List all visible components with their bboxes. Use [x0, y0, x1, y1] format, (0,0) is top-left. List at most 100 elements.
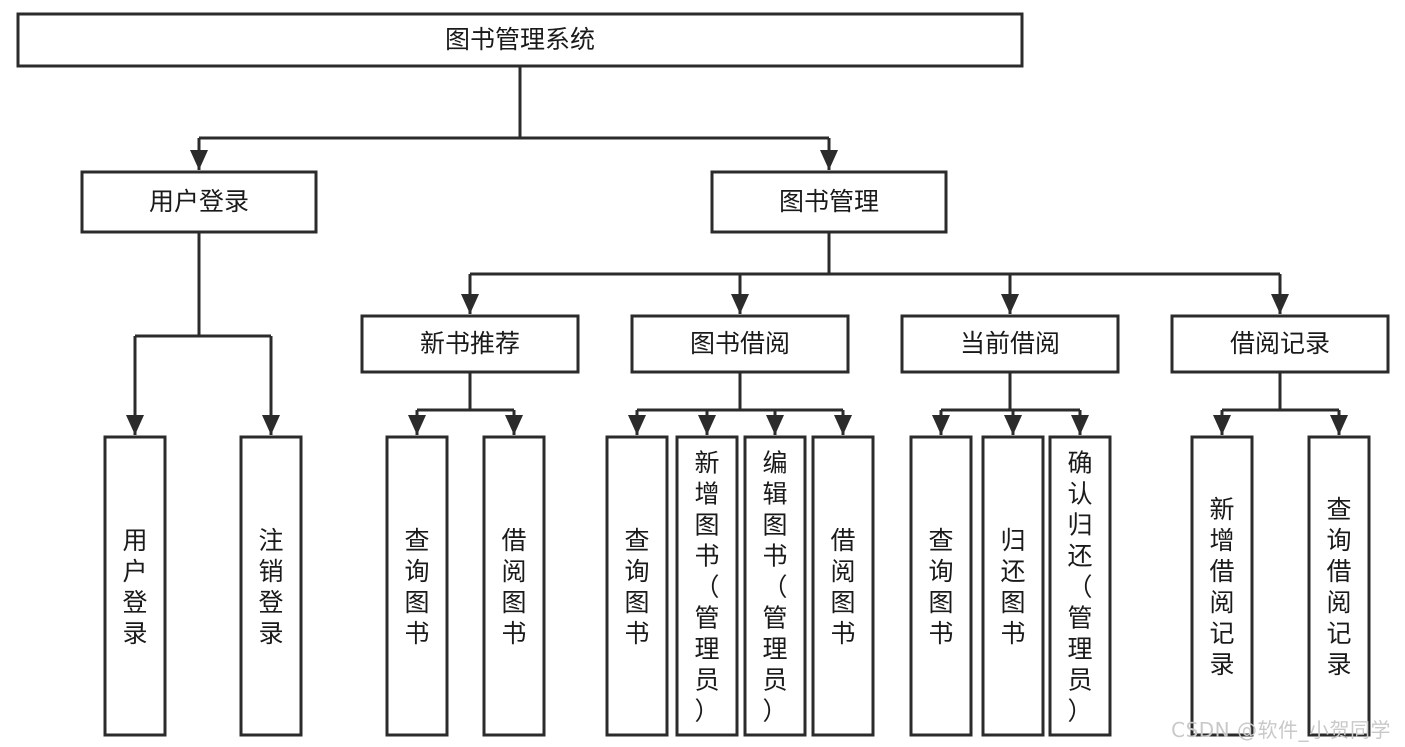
node-rect[interactable]	[103, 435, 167, 737]
node-label-char: 书	[624, 619, 649, 648]
arrow-head-icon	[1001, 294, 1019, 314]
node-rect[interactable]	[239, 435, 303, 737]
node-rect[interactable]	[80, 170, 318, 234]
level3-node-new-book-recommend[interactable]: 新书推荐	[360, 314, 580, 374]
node-rect[interactable]	[482, 435, 546, 737]
node-label-char: 录	[122, 619, 147, 648]
node-label-char: 录	[1326, 650, 1351, 679]
node-label-char: 理	[762, 635, 787, 664]
node-label-char: 增	[694, 480, 719, 509]
arrow-head-icon	[262, 415, 280, 435]
arrow-head-icon	[1071, 415, 1089, 435]
node-label-char: 理	[694, 635, 719, 664]
node-rect[interactable]	[675, 435, 739, 737]
node-label-char: 管	[694, 604, 719, 633]
node-rect[interactable]	[1190, 435, 1254, 737]
node-rect[interactable]	[1048, 435, 1112, 737]
root-node-book-management-system[interactable]: 图书管理系统	[16, 12, 1024, 68]
node-rect[interactable]	[1170, 314, 1390, 374]
node-label: 用户登录	[149, 187, 249, 216]
node-label-char: （	[1067, 573, 1092, 602]
node-label-char: 图	[928, 588, 953, 617]
node-label-char: 记	[1326, 619, 1351, 648]
node-rect[interactable]	[811, 435, 875, 737]
arrow-head-icon	[820, 150, 838, 170]
node-label-char: 图	[624, 588, 649, 617]
arrow-head-icon	[628, 415, 646, 435]
level2-node-book-manage[interactable]: 图书管理	[710, 170, 948, 234]
node-label-char: 图	[830, 588, 855, 617]
node-label-char: 询	[928, 557, 953, 586]
node-label-char: 书	[762, 542, 787, 571]
arrow-head-icon	[834, 415, 852, 435]
level3-node-book-borrow[interactable]: 图书借阅	[630, 314, 850, 374]
arrow-head-icon	[1004, 415, 1022, 435]
arrow-head-icon	[190, 150, 208, 170]
node-label-char: 图	[762, 511, 787, 540]
node-label-char: 新	[1209, 495, 1234, 524]
arrow-head-icon	[461, 294, 479, 314]
node-label-char: 书	[928, 619, 953, 648]
node-rect[interactable]	[710, 170, 948, 234]
node-label-char: 阅	[830, 557, 855, 586]
node-rect[interactable]	[630, 314, 850, 374]
node-label-char: 查	[624, 526, 649, 555]
node-rect[interactable]	[385, 435, 449, 737]
node-rect[interactable]	[16, 12, 1024, 68]
node-label-char: 阅	[1326, 588, 1351, 617]
level3-node-borrow-record[interactable]: 借阅记录	[1170, 314, 1390, 374]
node-label-char: （	[694, 573, 719, 602]
node-label-char: 还	[1067, 542, 1092, 571]
arrow-head-icon	[408, 415, 426, 435]
node-label: 借阅记录	[1230, 329, 1330, 358]
node-label-char: 书	[1000, 619, 1025, 648]
node-label-char: 辑	[762, 480, 787, 509]
node-label-char: 书	[501, 619, 526, 648]
node-rect[interactable]	[743, 435, 807, 737]
node-label-char: 录	[1209, 650, 1234, 679]
level2-node-user-login[interactable]: 用户登录	[80, 170, 318, 234]
node-rect[interactable]	[1307, 435, 1371, 737]
node-label-char: 归	[1000, 526, 1025, 555]
node-label-char: 借	[501, 526, 526, 555]
watermark-text: CSDN @软件_小贺同学	[1171, 718, 1391, 742]
node-rect[interactable]	[909, 435, 973, 737]
node-label-char: 图	[694, 511, 719, 540]
node-label-char: 销	[258, 557, 283, 586]
arrow-head-icon	[126, 415, 144, 435]
arrow-head-icon	[731, 294, 749, 314]
node-label-char: 户	[122, 557, 147, 586]
node-rect[interactable]	[900, 314, 1120, 374]
node-label-char: 查	[928, 526, 953, 555]
node-label: 当前借阅	[960, 329, 1060, 358]
node-label-char: 查	[1326, 495, 1351, 524]
level3-node-current-borrow[interactable]: 当前借阅	[900, 314, 1120, 374]
connector-layer	[126, 66, 1348, 435]
arrow-head-icon	[1213, 415, 1231, 435]
node-label-char: 新	[694, 449, 719, 478]
node-label-char: 书	[404, 619, 429, 648]
node-label-char: 书	[694, 542, 719, 571]
node-rect[interactable]	[360, 314, 580, 374]
node-label-char: 书	[830, 619, 855, 648]
leaf-node-leaf-user-login[interactable]: 用户登录	[103, 435, 167, 737]
node-label-char: 询	[1326, 526, 1351, 555]
arrow-head-icon	[505, 415, 523, 435]
node-rect[interactable]	[605, 435, 669, 737]
node-label-char: 理	[1067, 635, 1092, 664]
node-rect[interactable]	[981, 435, 1045, 737]
node-label-char: 管	[762, 604, 787, 633]
